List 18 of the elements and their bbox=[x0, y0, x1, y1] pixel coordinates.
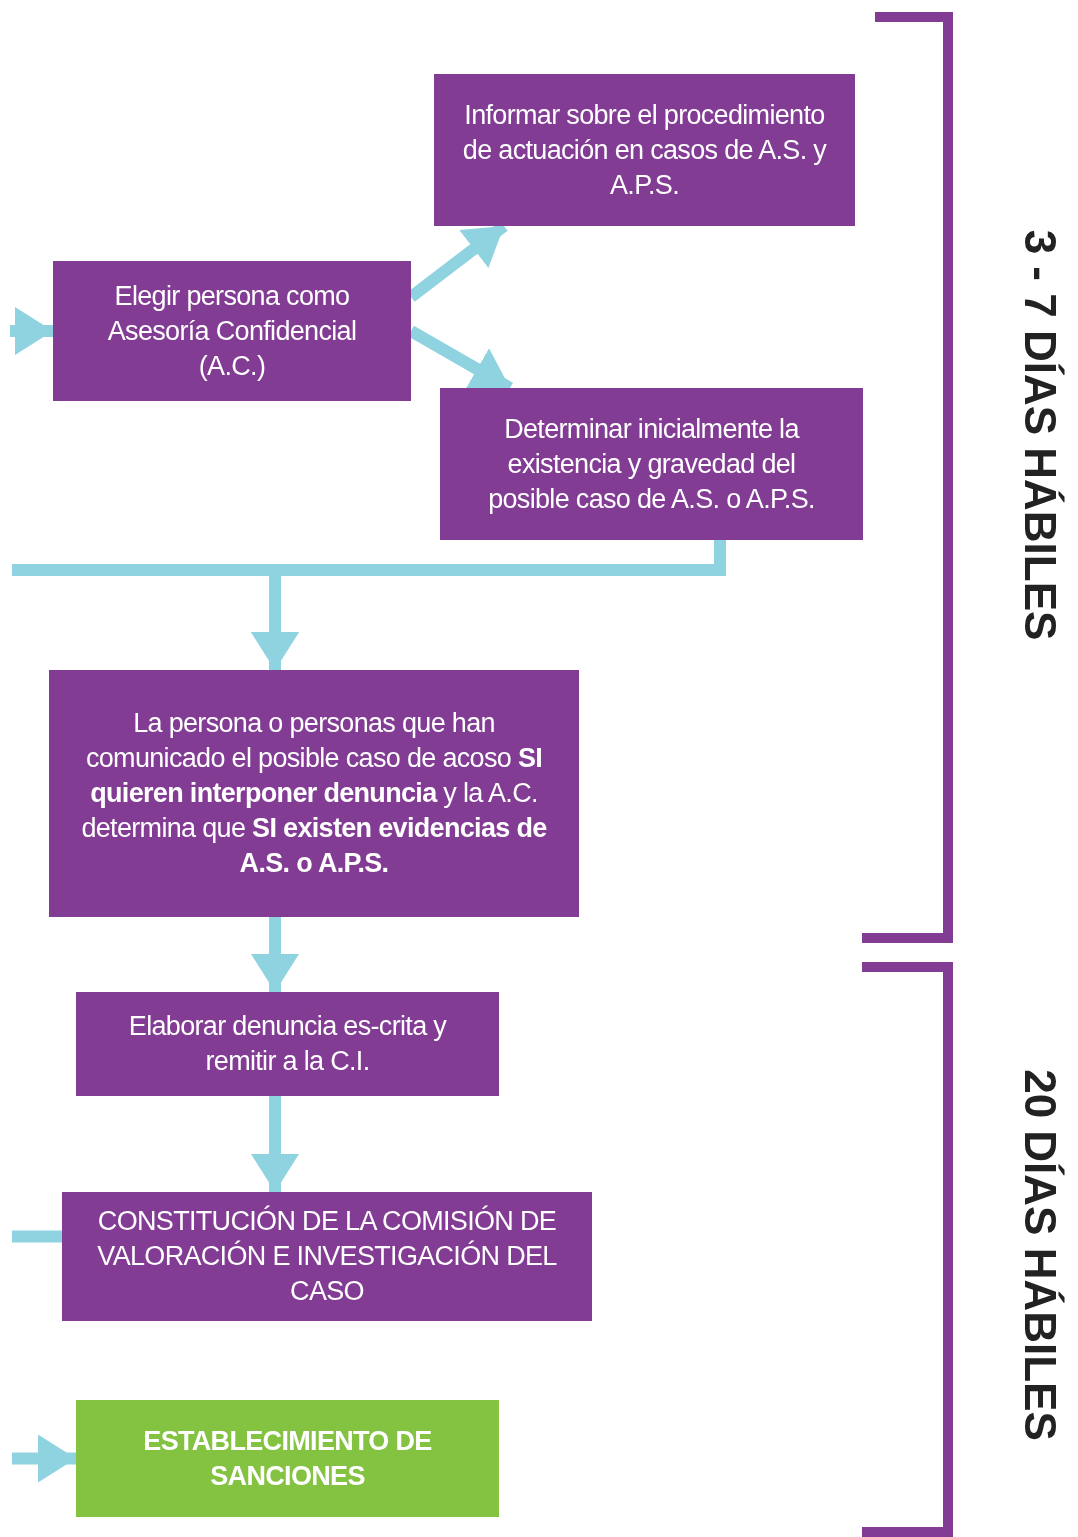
box-text: ESTABLECIMIENTO DE SANCIONES bbox=[142, 1424, 433, 1493]
process-box bbox=[76, 992, 499, 1096]
box-text: Elegir persona como Asesoría Confidencial (A.C.) bbox=[106, 279, 358, 383]
arrow bbox=[10, 307, 53, 355]
box-text: Determinar inicialmente la existencia y gravedad del posible caso de A.S. o A.P.S. bbox=[487, 412, 816, 516]
arrow bbox=[12, 1434, 76, 1483]
process-box bbox=[62, 1192, 592, 1321]
process-box bbox=[49, 670, 579, 917]
process-box bbox=[440, 388, 863, 540]
box-text: La persona o personas que han comunicado el posible caso de acoso SI quieren interponer denuncia y la A.C. determina que SI existen evidencias de A.S. o A.P.S. bbox=[80, 707, 548, 880]
arrow bbox=[251, 1096, 299, 1192]
box-text: CONSTITUCIÓN DE LA COMISIÓN DE VALORACIÓN E INVESTIGACIÓN DEL CASO bbox=[96, 1204, 558, 1308]
arrow bbox=[251, 917, 299, 992]
process-box bbox=[76, 1400, 499, 1517]
process-box bbox=[434, 74, 855, 226]
box-text: Elaborar denuncia es-crita y remitir a la C.I. bbox=[127, 1010, 448, 1078]
box-text: Informar sobre el procedimiento de actuación en casos de A.S. y A.P.S. bbox=[461, 98, 828, 202]
process-box bbox=[53, 261, 411, 401]
